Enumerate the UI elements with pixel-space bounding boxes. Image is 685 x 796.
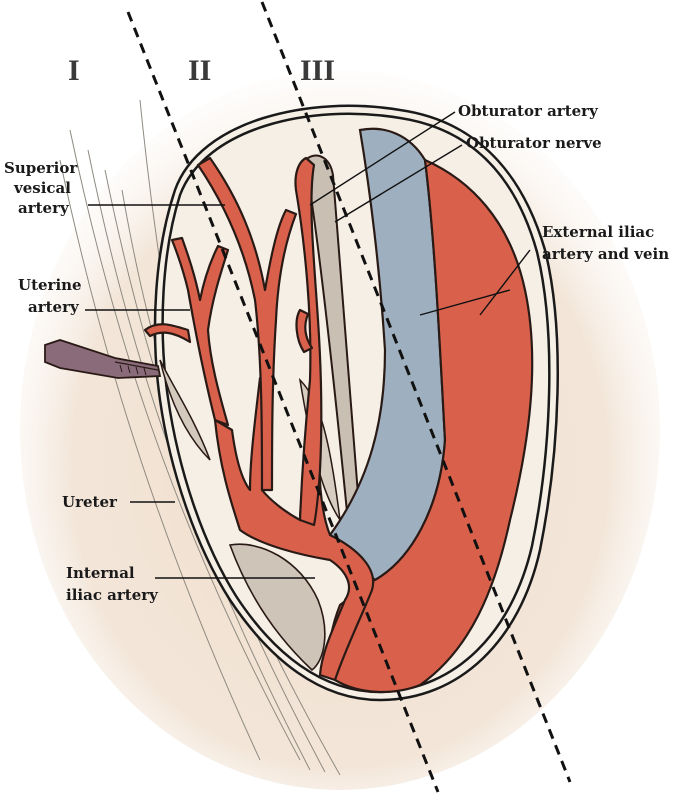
label-superior-vesical-2: vesical	[13, 179, 71, 197]
zone-label-2: II	[188, 54, 211, 87]
zone-label-1: I	[68, 54, 80, 87]
leader-obturator-artery	[309, 111, 456, 206]
label-superior-vesical-3: artery	[18, 199, 70, 217]
obturator-artery	[294, 156, 323, 527]
label-internal-iliac-2: iliac artery	[66, 586, 159, 604]
zone-boundary-right	[260, 1, 572, 783]
label-external-iliac-1: External iliac	[542, 223, 654, 241]
label-external-iliac-2: artery and vein	[542, 245, 669, 263]
zone-boundary-left	[126, 11, 440, 793]
label-internal-iliac-1: Internal	[66, 564, 135, 582]
superior-vesical-artery	[196, 156, 298, 492]
obturator-artery-twig	[295, 308, 314, 354]
obturator-nerve	[303, 154, 362, 524]
label-uterine-1: Uterine	[18, 276, 82, 294]
label-uterine-2: artery	[28, 298, 80, 316]
fossa-inner-rim	[161, 112, 551, 694]
uterine-artery-twig	[143, 323, 192, 344]
zone-label-3: III	[300, 54, 335, 87]
uterine-artery	[170, 236, 230, 427]
label-superior-vesical-1: Superior	[4, 159, 78, 177]
left-fossa-shadow	[159, 359, 211, 461]
label-obturator-nerve: Obturator nerve	[466, 134, 602, 152]
leader-external-iliac	[479, 249, 531, 316]
label-obturator-artery: Obturator artery	[458, 102, 599, 120]
lower-fossa-shadow	[228, 543, 326, 672]
surgical-clamp	[44, 339, 162, 379]
label-ureter: Ureter	[62, 493, 118, 511]
leader-obturator-nerve	[334, 144, 463, 223]
leader-external-iliac-vein	[419, 289, 511, 316]
